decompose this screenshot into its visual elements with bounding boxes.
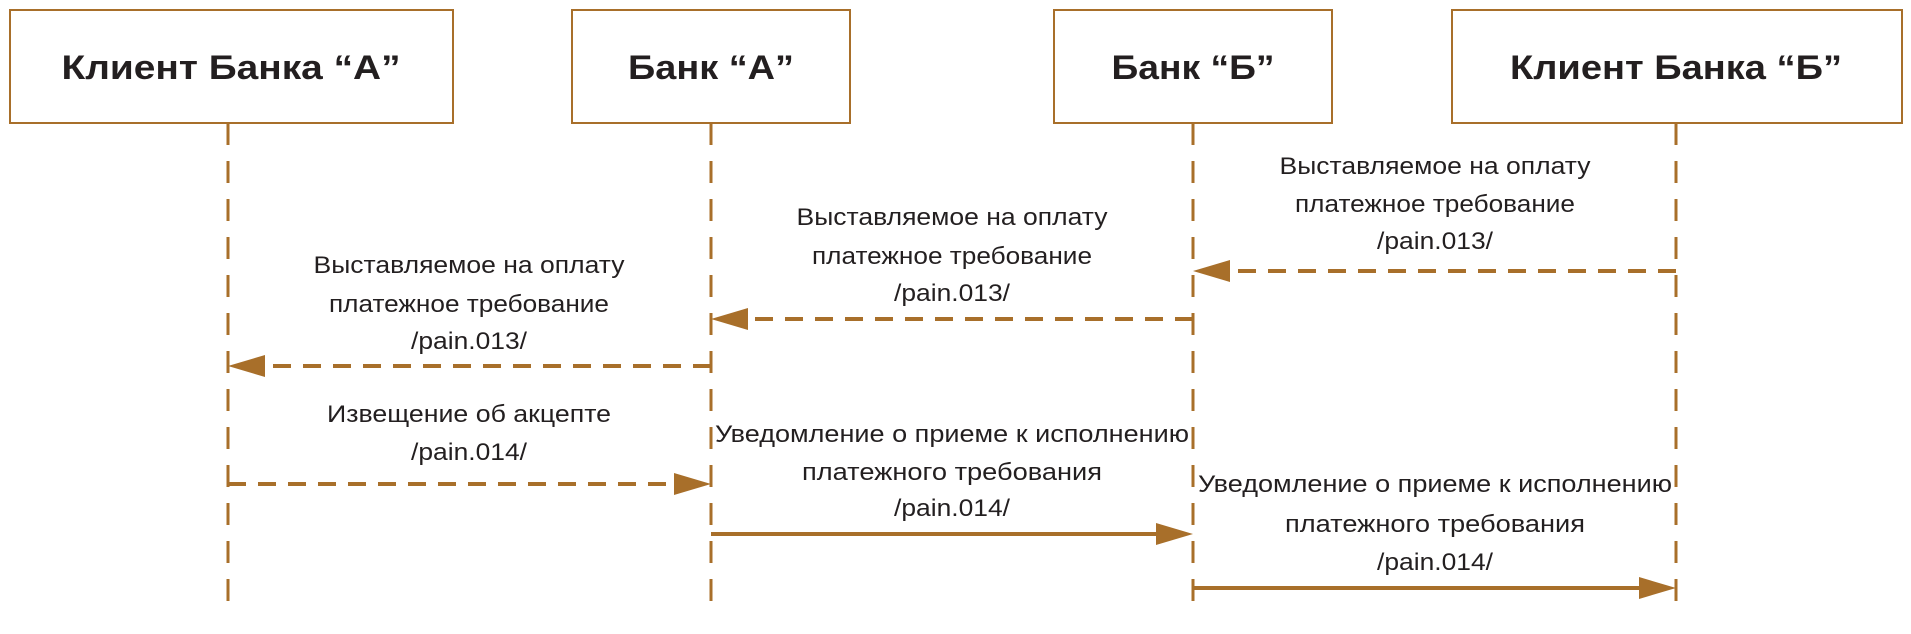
message-arrow-3: Выставляемое на оплату платежное требова… (228, 252, 711, 377)
message-label: платежное требование (329, 291, 609, 318)
message-arrow-1: Выставляемое на оплату платежное требова… (1193, 153, 1676, 282)
participant-label: Банк “Б” (1112, 49, 1275, 87)
arrowhead-icon (228, 355, 265, 377)
message-label: /pain.013/ (894, 280, 1010, 307)
arrowhead-icon (711, 308, 748, 330)
message-label: Выставляемое на оплату (314, 252, 625, 279)
arrowhead-icon (674, 473, 711, 495)
message-label: Выставляемое на оплату (1280, 153, 1591, 180)
participant-bank-a: Банк “А” (571, 9, 851, 124)
arrowhead-icon (1156, 523, 1193, 545)
message-label: платежное требование (1295, 191, 1575, 218)
participant-client-bank-b: Клиент Банка “Б” (1451, 9, 1903, 124)
participant-client-bank-a: Клиент Банка “А” (9, 9, 454, 124)
message-arrow-4: Извещение об акцепте /pain.014/ (228, 401, 711, 495)
message-label: Извещение об акцепте (327, 401, 611, 428)
message-arrow-6: Уведомление о приеме к исполнению платеж… (1193, 471, 1676, 599)
message-label: платежного требования (802, 459, 1102, 486)
message-label: платежного требования (1285, 511, 1585, 538)
message-label: /pain.014/ (894, 495, 1010, 522)
message-arrow-5: Уведомление о приеме к исполнению платеж… (711, 421, 1193, 545)
message-label: /pain.013/ (1377, 228, 1493, 255)
participant-bank-b: Банк “Б” (1053, 9, 1333, 124)
message-label: /pain.014/ (1377, 549, 1493, 576)
participant-label: Клиент Банка “Б” (1510, 49, 1842, 87)
participant-label: Клиент Банка “А” (62, 49, 401, 87)
message-label: Выставляемое на оплату (797, 204, 1108, 231)
message-label: Уведомление о приеме к исполнению (1198, 471, 1672, 498)
message-arrow-2: Выставляемое на оплату платежное требова… (711, 204, 1193, 330)
arrowhead-icon (1193, 260, 1230, 282)
message-label: /pain.014/ (411, 439, 527, 466)
participant-label: Банк “А” (628, 49, 794, 87)
message-label: платежное требование (812, 243, 1092, 270)
arrowhead-icon (1639, 577, 1676, 599)
message-label: /pain.013/ (411, 328, 527, 355)
message-label: Уведомление о приеме к исполнению (715, 421, 1189, 448)
